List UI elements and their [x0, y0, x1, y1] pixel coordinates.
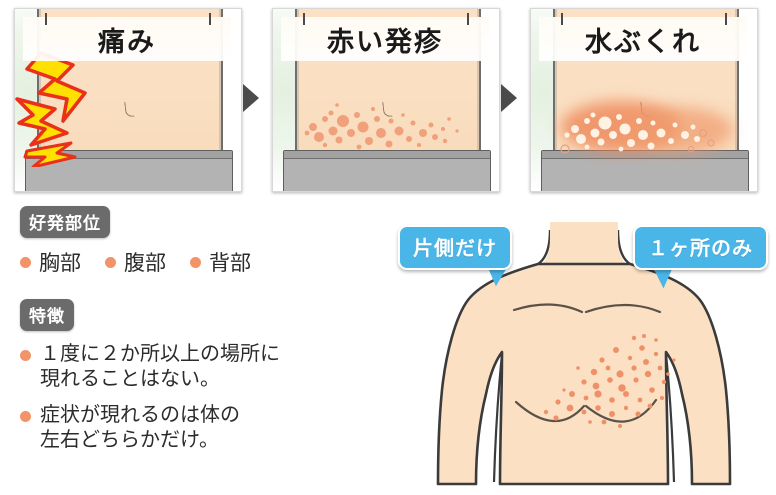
- chest-rash-icon: [543, 334, 676, 428]
- panel-tick-right: [209, 13, 211, 25]
- trousers: [541, 150, 749, 191]
- upper-body-illustration: [436, 222, 732, 486]
- trousers: [283, 150, 491, 191]
- stage-panel-blister: 水ぶくれ: [530, 8, 758, 192]
- bullet-icon: [20, 350, 31, 361]
- feature-text: 症状が現れるのは体の 左右どちらかだけ。: [40, 402, 240, 451]
- body-figure: 片側だけ １ヶ所のみ: [398, 222, 770, 488]
- stage-arrow-2: [501, 84, 517, 112]
- bullet-icon: [20, 411, 31, 422]
- stage-panel-pain: 痛み: [14, 8, 242, 192]
- feature-item-one-side: 症状が現れるのは体の 左右どちらかだけ。: [20, 402, 370, 452]
- stage-label-pain: 痛み: [23, 17, 231, 61]
- stage-panel-rash: 赤い発疹: [272, 8, 500, 192]
- stage-arrow-1: [243, 84, 259, 112]
- trousers: [25, 150, 233, 191]
- feature-item-single-site: １度に２か所以上の場所に 現れることはない。: [20, 341, 370, 391]
- lightning-bolt-icon: [15, 51, 87, 167]
- inflammation-glow: [623, 107, 733, 153]
- panel-tick-left: [45, 13, 47, 25]
- site-label: 胸部: [39, 251, 81, 275]
- features-list: １度に２か所以上の場所に 現れることはない。 症状が現れるのは体の 左右どちらか…: [20, 341, 370, 452]
- site-item-back: 背部: [190, 247, 251, 277]
- info-column: 好発部位 胸部 腹部 背部 特徴 １度に２か所以上の場所に 現れることはない。 …: [20, 206, 370, 463]
- site-item-chest: 胸部: [20, 247, 81, 277]
- sites-badge: 好発部位: [20, 206, 110, 238]
- bullet-icon: [105, 256, 116, 268]
- sites-list: 胸部 腹部 背部: [20, 247, 370, 277]
- callout-one-location: １ヶ所のみ: [633, 225, 768, 270]
- site-label: 腹部: [124, 251, 166, 275]
- stage-label-blister: 水ぶくれ: [539, 17, 747, 61]
- bullet-icon: [20, 256, 31, 268]
- site-label: 背部: [209, 251, 251, 275]
- stage-panels: 痛み: [0, 0, 776, 200]
- blister-dots-icon: [560, 112, 715, 154]
- features-badge: 特徴: [20, 299, 74, 331]
- feature-text: １度に２か所以上の場所に 現れることはない。: [40, 341, 280, 390]
- panel-tick-right: [725, 13, 727, 25]
- panel-tick-left: [561, 13, 563, 25]
- callout-one-side: 片側だけ: [398, 225, 512, 270]
- site-item-abdomen: 腹部: [105, 247, 166, 277]
- panel-tick-left: [303, 13, 305, 25]
- bullet-icon: [190, 256, 201, 268]
- panel-tick-right: [467, 13, 469, 25]
- red-dots-icon: [304, 103, 459, 150]
- features-badge-wrap: 特徴: [20, 299, 370, 331]
- stage-label-rash: 赤い発疹: [281, 17, 489, 61]
